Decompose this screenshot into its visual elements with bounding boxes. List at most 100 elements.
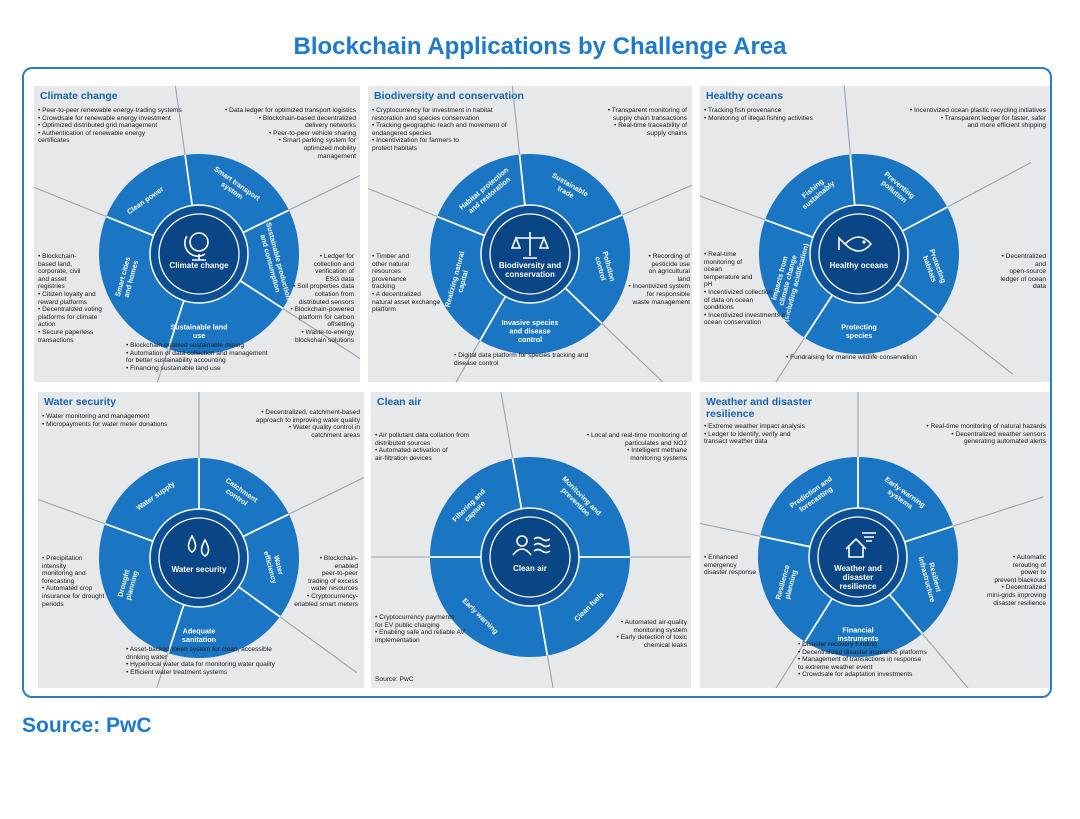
- segment-divider: [436, 215, 485, 237]
- segment-divider: [764, 218, 814, 239]
- spoke-line: [775, 639, 807, 688]
- note-line: • Financing sustainable land use: [126, 364, 221, 372]
- segment-divider: [901, 206, 948, 232]
- note-line: • Disaster recovery funding: [798, 641, 877, 648]
- center-label: Weather and: [834, 564, 882, 573]
- note-left: • Real-time monitoring of ocean temperat…: [704, 251, 787, 327]
- note-line: periods: [42, 600, 64, 608]
- note-line: other natural: [372, 260, 410, 268]
- note-line: • Cryptocurrency payments: [375, 614, 455, 621]
- note-line: • Blockchain-enabled sustainable mining: [126, 342, 245, 349]
- wheel-diagram: Weather anddisasterresiliencePrediction …: [700, 392, 1044, 688]
- note-line: • Authentication of renewable energy: [38, 129, 146, 137]
- segment-divider: [242, 209, 290, 234]
- note-line: intensity: [42, 562, 67, 570]
- note-line: • Optimized distributed grid management: [38, 122, 158, 130]
- note-line: and: [1034, 260, 1046, 268]
- note-line: • Micropayments for water meter donation…: [42, 420, 168, 428]
- note-line: collection and: [313, 260, 354, 268]
- segment-divider: [564, 287, 603, 325]
- panel-source: Source: PwC: [375, 676, 414, 683]
- note-line: data: [1033, 283, 1046, 291]
- spoke-line: [34, 186, 109, 218]
- note-line: • Timber and: [372, 253, 410, 260]
- note-bl: • Cryptocurrency payments for EV public …: [375, 614, 465, 644]
- note-line: approach to improving water quality: [255, 416, 360, 424]
- note-line: delivery networks: [305, 122, 356, 130]
- spoke-line: [277, 615, 358, 674]
- note-line: • Management of transactions in response: [798, 656, 922, 664]
- note-bottom: • Asset-backed token system for clean, a…: [126, 646, 275, 676]
- spoke-line: [280, 306, 360, 360]
- note-line: • Blockchain-based decentralized: [258, 114, 356, 122]
- center-label: Clean air: [513, 564, 547, 573]
- note-line: • Real-time monitoring of natural hazard…: [926, 423, 1046, 430]
- note-line: • Water monitoring and management: [42, 413, 150, 420]
- segment-divider: [184, 154, 194, 206]
- segment-divider: [238, 586, 281, 618]
- note-line: • Recording of: [648, 253, 690, 260]
- note-line: • Waste-to-energy: [301, 328, 354, 336]
- note-line: mini-grids improving: [987, 591, 1046, 599]
- note-line: tracking: [372, 283, 396, 291]
- note-line: • Local and real-time monitoring of: [586, 432, 687, 439]
- note-line: • Decentralized voting: [38, 306, 102, 314]
- footer-source: Source: PwC: [22, 714, 152, 737]
- note-line: pH: [704, 281, 713, 289]
- note-line: based land,: [38, 260, 73, 268]
- note-tl: • Tracking fish provenance• Monitoring o…: [704, 107, 813, 122]
- segment-label: Protecting: [841, 322, 877, 331]
- note-line: • Blockchain-: [319, 555, 358, 562]
- segment-divider: [888, 593, 923, 635]
- note-line: temperature and: [704, 273, 753, 281]
- note-line: enabled: [334, 562, 358, 570]
- segment-divider: [804, 598, 833, 643]
- note-line: • Transparent monitoring of: [607, 107, 687, 114]
- note-tr: • Data ledger for optimized transport lo…: [216, 107, 356, 160]
- note-line: • Fundraising for marine wildlife conser…: [786, 354, 917, 361]
- note-line: • Secure paperless: [38, 328, 94, 336]
- note-line: enabled smart meters: [294, 600, 358, 608]
- wheel-center: [818, 213, 900, 295]
- note-line: • Decentralized: [1001, 253, 1046, 260]
- center-label: conservation: [505, 270, 555, 279]
- segment-label: species: [846, 331, 872, 340]
- note-line: protect habitats: [372, 144, 418, 152]
- note-line: • Ledger to identify, verify and: [704, 430, 791, 438]
- spoke-line: [174, 86, 186, 158]
- note-line: • Tracking geographic reach and movement…: [372, 122, 507, 130]
- note-bottom: • Blockchain-enabled sustainable mining •…: [126, 342, 268, 372]
- note-left: • Enhanced emergency disaster response: [704, 554, 756, 577]
- note-line: drinking water: [126, 653, 168, 661]
- segment-divider: [759, 535, 811, 548]
- note-line: and more efficient shipping: [967, 122, 1046, 130]
- note-left: • Precipitation intensity monitoring and…: [42, 555, 104, 608]
- note-line: corporate, civil: [38, 268, 81, 276]
- note-tl: • Extreme weather impact analysis• Ledge…: [704, 423, 805, 446]
- note-line: • Real-time traceability of: [613, 122, 687, 130]
- note-line: for better sustainability accounting: [126, 357, 226, 365]
- center-label: resilience: [840, 582, 877, 591]
- segment-divider: [518, 154, 526, 206]
- note-line: distributed sensors: [298, 298, 354, 306]
- segment-divider: [105, 215, 154, 237]
- note-line: transact weather data: [704, 438, 768, 446]
- note-bottom: • Fundraising for marine wildlife conser…: [786, 354, 917, 362]
- note-line: • Incentivized investments in: [704, 311, 787, 319]
- segment-divider: [479, 295, 507, 342]
- note-line: platform for carbon: [298, 313, 354, 321]
- note-line: • Incentivized ocean plastic recycling i…: [909, 107, 1046, 114]
- note-line: • Decentralized: [1001, 584, 1046, 592]
- note-line: • Peer-to-peer vehicle sharing: [269, 129, 356, 137]
- note-line: • Ledger for: [319, 253, 354, 260]
- note-line: verification of: [315, 268, 354, 276]
- note-line: • Asset-backed token system for clean, a…: [126, 646, 272, 653]
- note-line: emergency: [704, 561, 737, 569]
